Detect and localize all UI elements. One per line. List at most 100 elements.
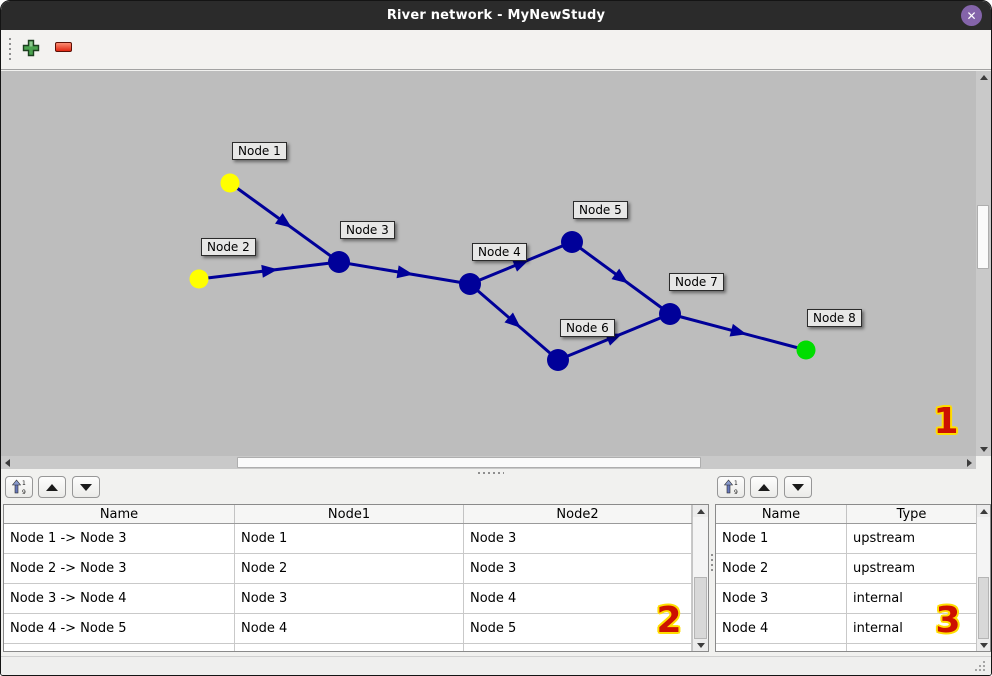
node-label[interactable]: Node 3 xyxy=(340,221,395,239)
table-cell[interactable]: Node 4 xyxy=(464,584,692,613)
canvas-vertical-scrollbar[interactable] xyxy=(976,71,991,456)
sort-icon: 1 9 xyxy=(11,479,26,495)
add-button[interactable] xyxy=(22,39,40,57)
scroll-down-button[interactable] xyxy=(977,639,990,651)
table-cell[interactable]: Node 3 xyxy=(235,584,464,613)
up-arrow-icon xyxy=(979,75,988,80)
table-cell[interactable]: Node 2 xyxy=(716,554,847,583)
column-header[interactable]: Node1 xyxy=(235,505,464,523)
table-cell[interactable]: Node 1 -> Node 3 xyxy=(4,524,235,553)
network-node-node-2[interactable] xyxy=(189,269,209,289)
network-node-node-1[interactable] xyxy=(220,173,240,193)
scroll-up-button[interactable] xyxy=(693,505,708,517)
network-node-node-4[interactable] xyxy=(459,273,481,295)
table-cell[interactable]: Node 2 xyxy=(235,554,464,583)
nodes-sort-button[interactable]: 1 9 xyxy=(717,476,745,498)
horizontal-scroll-thumb[interactable] xyxy=(237,457,701,468)
network-node-node-6[interactable] xyxy=(547,349,569,371)
table-cell[interactable]: Node 1 xyxy=(235,524,464,553)
svg-text:9: 9 xyxy=(734,489,738,495)
toolbar-grip-handle[interactable] xyxy=(9,38,11,62)
table-cell[interactable]: Node 3 xyxy=(464,554,692,583)
nodes-move-down-button[interactable] xyxy=(784,476,812,498)
node-label[interactable]: Node 2 xyxy=(201,238,256,256)
splitter-grip-icon xyxy=(478,472,504,474)
splitter-grip-icon xyxy=(711,554,713,572)
canvas-horizontal-scrollbar[interactable] xyxy=(1,456,976,469)
table-cell[interactable]: Node 4 -> Node 5 xyxy=(4,614,235,643)
network-canvas[interactable]: Node 1 Node 2 Node 3 Node 4 Node 5 Node 6 Node… xyxy=(1,71,976,456)
table-cell[interactable]: Node 1 xyxy=(716,524,847,553)
vertical-splitter[interactable] xyxy=(709,476,714,656)
network-node-node-8[interactable] xyxy=(796,340,816,360)
scroll-down-button[interactable] xyxy=(976,443,991,456)
scroll-left-button[interactable] xyxy=(1,456,14,469)
table-cell[interactable]: Node 3 xyxy=(716,584,847,613)
resize-grip-icon[interactable] xyxy=(983,669,985,671)
column-header[interactable]: Name xyxy=(4,505,235,523)
up-triangle-icon xyxy=(758,483,770,491)
network-node-node-7[interactable] xyxy=(659,303,681,325)
annotation-2: 2 xyxy=(656,600,682,641)
scroll-down-button[interactable] xyxy=(693,639,708,651)
table-cell[interactable]: Node 4 xyxy=(716,614,847,643)
column-header[interactable]: Name xyxy=(716,505,847,523)
node-label[interactable]: Node 4 xyxy=(472,243,527,261)
table-cell[interactable]: Node 4 xyxy=(235,614,464,643)
table-cell[interactable]: upstream xyxy=(847,524,977,553)
table-cell[interactable] xyxy=(464,644,692,651)
nodes-table-scrollbar[interactable] xyxy=(976,505,990,651)
close-button[interactable]: ✕ xyxy=(961,5,982,26)
node-label[interactable]: Node 7 xyxy=(669,273,724,291)
node-label[interactable]: Node 8 xyxy=(807,309,862,327)
window-title: River network - MyNewStudy xyxy=(386,8,606,23)
down-triangle-icon xyxy=(792,483,804,491)
scroll-right-button[interactable] xyxy=(963,456,976,469)
branches-sort-button[interactable]: 1 9 xyxy=(5,476,33,498)
scroll-up-button[interactable] xyxy=(976,71,991,84)
table-cell[interactable]: Node 3 -> Node 4 xyxy=(4,584,235,613)
scroll-up-button[interactable] xyxy=(977,505,990,517)
remove-button[interactable] xyxy=(55,42,72,52)
table-cell[interactable] xyxy=(235,644,464,651)
column-header[interactable]: Node2 xyxy=(464,505,692,523)
nodes-move-up-button[interactable] xyxy=(750,476,778,498)
table-cell[interactable]: Node 2 -> Node 3 xyxy=(4,554,235,583)
table-row[interactable] xyxy=(716,644,990,651)
vertical-scroll-thumb[interactable] xyxy=(978,577,989,639)
branches-move-up-button[interactable] xyxy=(38,476,66,498)
table-cell[interactable] xyxy=(716,644,847,651)
vertical-scroll-thumb[interactable] xyxy=(694,577,707,639)
table-cell[interactable] xyxy=(847,644,977,651)
table-cell[interactable] xyxy=(4,644,235,651)
table-cell[interactable]: upstream xyxy=(847,554,977,583)
table-cell[interactable]: Node 5 xyxy=(464,614,692,643)
node-label[interactable]: Node 1 xyxy=(232,142,287,160)
node-label[interactable]: Node 6 xyxy=(560,319,615,337)
node-label[interactable]: Node 5 xyxy=(573,201,628,219)
sort-icon: 1 9 xyxy=(723,479,738,495)
status-bar xyxy=(1,656,991,675)
close-icon: ✕ xyxy=(966,8,977,23)
network-node-node-5[interactable] xyxy=(561,231,583,253)
branches-move-down-button[interactable] xyxy=(72,476,100,498)
branches-table-scrollbar[interactable] xyxy=(692,505,708,651)
horizontal-splitter[interactable] xyxy=(1,469,991,476)
column-header[interactable]: Type xyxy=(847,505,977,523)
vertical-scroll-thumb[interactable] xyxy=(977,205,989,269)
table-cell[interactable]: Node 3 xyxy=(464,524,692,553)
up-arrow-icon xyxy=(979,508,988,514)
network-node-node-3[interactable] xyxy=(328,251,350,273)
table-row[interactable] xyxy=(4,644,708,651)
